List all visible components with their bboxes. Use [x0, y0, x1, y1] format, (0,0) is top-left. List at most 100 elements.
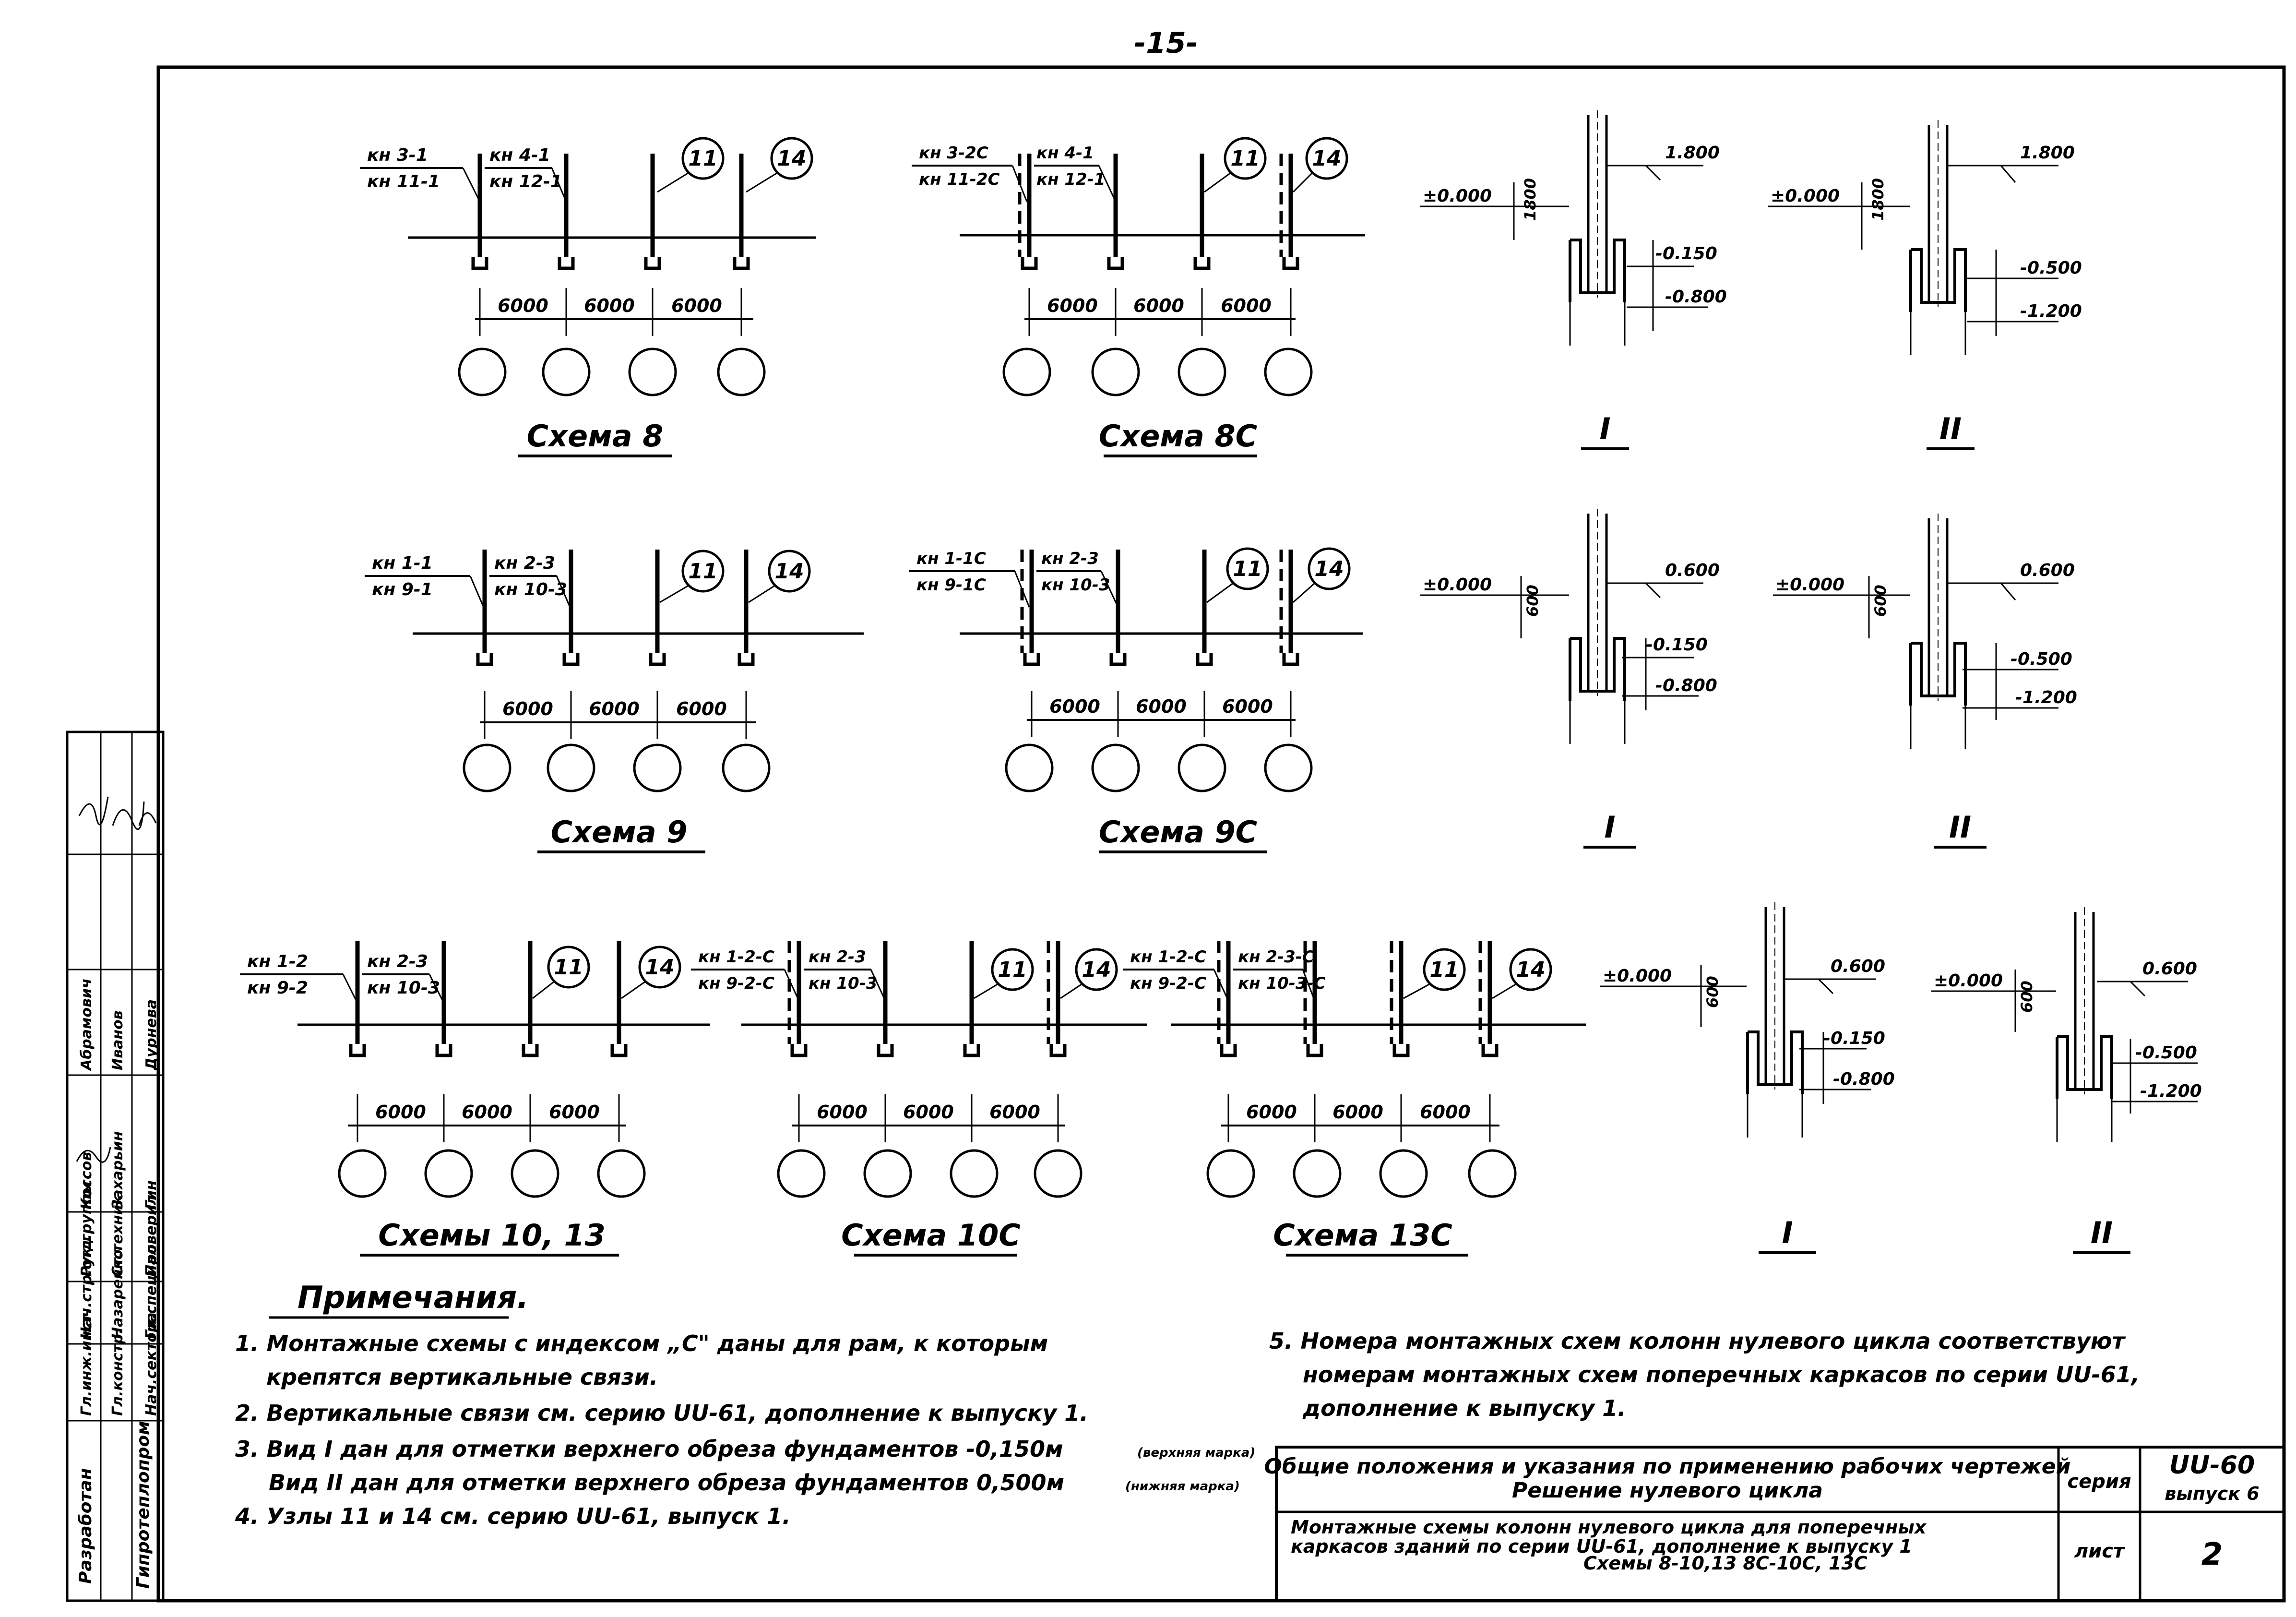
- svg-text:крепятся вертикальные связи.: крепятся вертикальные связи.: [266, 1364, 658, 1390]
- svg-text:кн 10-3: кн 10-3: [494, 580, 567, 599]
- svg-text:кн 9-2-С: кн 9-2-С: [1130, 974, 1206, 993]
- svg-text:6000: 6000: [989, 1102, 1040, 1123]
- detail-title: II: [2091, 1215, 2113, 1250]
- svg-text:0.600: 0.600: [2142, 959, 2197, 979]
- detail-title: II: [1949, 810, 1971, 845]
- svg-text:Общие положения и указания по: Общие положения и указания по применению…: [1264, 1454, 2071, 1479]
- scheme-8-title: Схема 8: [527, 419, 664, 454]
- svg-text:-1.200: -1.200: [2140, 1081, 2202, 1101]
- scheme-9c-title: Схема 9С: [1099, 814, 1257, 850]
- svg-text:Ст.техник: Ст.техник: [109, 1195, 126, 1277]
- svg-text:14: 14: [1314, 557, 1344, 581]
- svg-text:кн 9-1: кн 9-1: [372, 580, 433, 599]
- svg-text:6000: 6000: [817, 1102, 868, 1123]
- svg-text:кн 9-2: кн 9-2: [247, 978, 308, 998]
- scheme-9c: кн 1-1С кн 9-1С кн 2-3 кн 10-3 11 14 600…: [909, 547, 1363, 853]
- svg-text:UU-60: UU-60: [2169, 1451, 2255, 1480]
- svg-text:кн 2-3-С: кн 2-3-С: [1238, 947, 1314, 967]
- notes-heading: Примечания.: [297, 1280, 529, 1316]
- detail-title: I: [1782, 1215, 1793, 1250]
- svg-text:-0.500: -0.500: [2010, 649, 2072, 669]
- svg-text:6000: 6000: [1222, 696, 1273, 717]
- svg-text:Гл.инж.инст.: Гл.инж.инст.: [78, 1308, 95, 1416]
- svg-text:6000: 6000: [502, 698, 553, 719]
- scheme-10c: кн 1-2-С кн 9-2-С кн 2-3 кн 10-3 11 14 6…: [691, 941, 1147, 1257]
- svg-text:14: 14: [645, 955, 674, 980]
- svg-text:6000: 6000: [671, 295, 722, 316]
- svg-text:Проверил: Проверил: [143, 1195, 160, 1277]
- svg-text:кн 2-3: кн 2-3: [809, 947, 866, 967]
- svg-text:Абрамович: Абрамович: [78, 978, 95, 1071]
- svg-text:серия: серия: [2067, 1471, 2131, 1493]
- svg-text:кн 4-1: кн 4-1: [489, 145, 550, 165]
- svg-text:дополнение к выпуску 1.: дополнение к выпуску 1.: [1302, 1395, 1626, 1421]
- svg-text:3. Вид I дан для отметки вер: 3. Вид I дан для отметки верхнего обреза…: [235, 1436, 1063, 1462]
- svg-text:6000: 6000: [589, 698, 640, 719]
- svg-text:кн 1-1С: кн 1-1С: [916, 549, 986, 568]
- svg-text:14: 14: [1312, 146, 1341, 171]
- svg-text:Захарьин: Захарьин: [109, 1131, 126, 1210]
- svg-text:Монтажные схемы колонн нулевог: Монтажные схемы колонн нулевого цикла дл…: [1291, 1517, 1927, 1538]
- svg-text:кн 10-3: кн 10-3: [367, 978, 440, 998]
- svg-text:Нач.сектора: Нач.сектора: [143, 1312, 160, 1416]
- svg-text:600: 600: [1703, 976, 1722, 1008]
- svg-text:-0.500: -0.500: [2020, 258, 2082, 278]
- svg-text:Коссов: Коссов: [78, 1152, 95, 1210]
- svg-text:(нижняя марка): (нижняя марка): [1125, 1479, 1240, 1494]
- svg-text:2. Вертикальные связи см. се: 2. Вертикальные связи см. серию UU-61, д…: [235, 1400, 1088, 1426]
- svg-text:Гин: Гин: [143, 1180, 160, 1210]
- svg-text:-0.800: -0.800: [1833, 1069, 1895, 1089]
- scheme-10c-title: Схема 10С: [841, 1218, 1020, 1253]
- svg-text:6000: 6000: [1136, 696, 1187, 717]
- svg-text:кн 1-2-С: кн 1-2-С: [698, 947, 774, 967]
- svg-text:±0.000: ±0.000: [1423, 186, 1492, 206]
- scheme-8: кн 3-1 кн 11-1 кн 4-1 кн 12-1 11 14 6000…: [360, 137, 816, 457]
- svg-text:6000: 6000: [498, 295, 548, 316]
- scheme-10-13: кн 1-2 кн 9-2 кн 2-3 кн 10-3 11 14 6000 …: [240, 941, 710, 1257]
- svg-text:лист: лист: [2074, 1540, 2126, 1562]
- svg-text:11: 11: [1429, 958, 1459, 982]
- svg-text:6000: 6000: [549, 1102, 600, 1123]
- svg-text:600: 600: [1871, 585, 1890, 617]
- svg-text:-0.150: -0.150: [1823, 1029, 1885, 1048]
- svg-text:11: 11: [1233, 557, 1262, 581]
- svg-text:Нач.стр.отд.: Нач.стр.отд.: [78, 1234, 95, 1339]
- svg-text:1. Монтажные схемы с индексом: 1. Монтажные схемы с индексом „С" даны д…: [235, 1330, 1048, 1356]
- svg-text:кн 10-3-С: кн 10-3-С: [1238, 974, 1326, 993]
- svg-text:6000: 6000: [1049, 696, 1100, 717]
- scheme-8c: кн 3-2С кн 11-2С кн 4-1 кн 12-1 11 14 60…: [912, 137, 1365, 457]
- svg-text:кн 10-3: кн 10-3: [809, 974, 878, 993]
- svg-text:кн 2-3: кн 2-3: [494, 553, 555, 573]
- svg-text:6000: 6000: [1221, 295, 1272, 316]
- scheme-8c-title: Схема 8С: [1099, 419, 1257, 454]
- title-block: Общие положения и указания по применению…: [1264, 1446, 2285, 1602]
- detail-view-2-row2: ±0.000 600 0.600 -0.500 -1.200 II: [1773, 514, 2077, 849]
- svg-text:кн 4-1: кн 4-1: [1036, 144, 1094, 163]
- svg-text:600: 600: [2018, 981, 2036, 1013]
- detail-view-2-row3: ±0.000 600 0.600 -0.500 -1.200 II: [1931, 907, 2202, 1254]
- svg-text:6000: 6000: [1420, 1102, 1471, 1123]
- svg-text:кн 9-1С: кн 9-1С: [916, 575, 986, 595]
- svg-text:Гл.констр.: Гл.констр.: [109, 1329, 126, 1416]
- svg-text:6000: 6000: [676, 698, 727, 719]
- svg-text:Рук.группы: Рук.группы: [78, 1181, 95, 1277]
- svg-text:-0.500: -0.500: [2135, 1043, 2197, 1063]
- svg-text:-0.800: -0.800: [1655, 676, 1717, 695]
- svg-text:6000: 6000: [1133, 295, 1184, 316]
- svg-text:-1.200: -1.200: [2020, 301, 2082, 321]
- svg-text:-0.150: -0.150: [1646, 635, 1708, 655]
- svg-text:1.800: 1.800: [2020, 143, 2075, 163]
- svg-text:кн 1-2-С: кн 1-2-С: [1130, 947, 1206, 967]
- detail-title: II: [1939, 411, 1962, 446]
- svg-text:1800: 1800: [1521, 178, 1539, 221]
- svg-text:каркасов зданий по серии UU-61: каркасов зданий по серии UU-61, дополнен…: [1291, 1536, 1912, 1557]
- svg-text:-0.150: -0.150: [1655, 244, 1717, 264]
- svg-text:6000: 6000: [1332, 1102, 1383, 1123]
- detail-view-2-row1: ±0.000 1800 1.800 -0.500 -1.200 II: [1768, 120, 2082, 450]
- svg-text:Вид II дан для отметки верхнег: Вид II дан для отметки верхнего обреза ф…: [269, 1470, 1064, 1496]
- page-number: -15-: [1134, 26, 1198, 60]
- svg-text:11: 11: [554, 955, 583, 980]
- svg-text:11: 11: [688, 146, 717, 171]
- scheme-13c: кн 1-2-С кн 9-2-С кн 2-3-С кн 10-3-С 11 …: [1123, 941, 1586, 1257]
